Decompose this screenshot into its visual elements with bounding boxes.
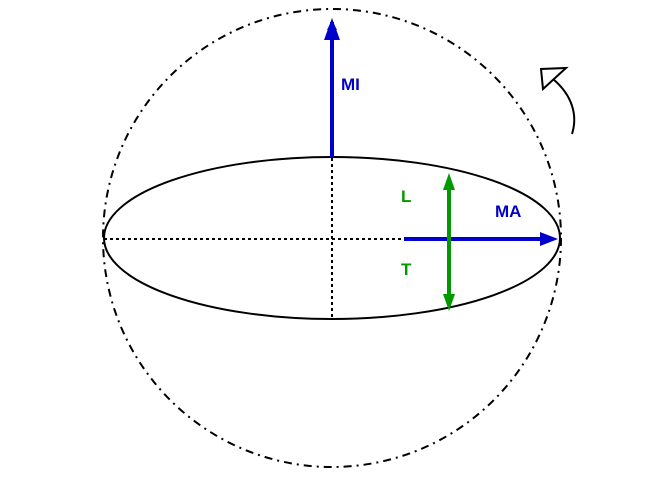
longitudinal-arrowhead [443, 173, 455, 190]
transverse-label: T [401, 260, 412, 279]
major-axis-arrowhead [540, 232, 558, 246]
transverse-arrowhead [443, 294, 455, 311]
minor-axis-label: MI [341, 75, 360, 94]
longitudinal-label: L [401, 187, 411, 206]
curved-arrow-counterclockwise-icon [539, 66, 576, 135]
minor-axis-arrowhead [324, 18, 340, 40]
major-axis-label: MA [495, 202, 521, 221]
